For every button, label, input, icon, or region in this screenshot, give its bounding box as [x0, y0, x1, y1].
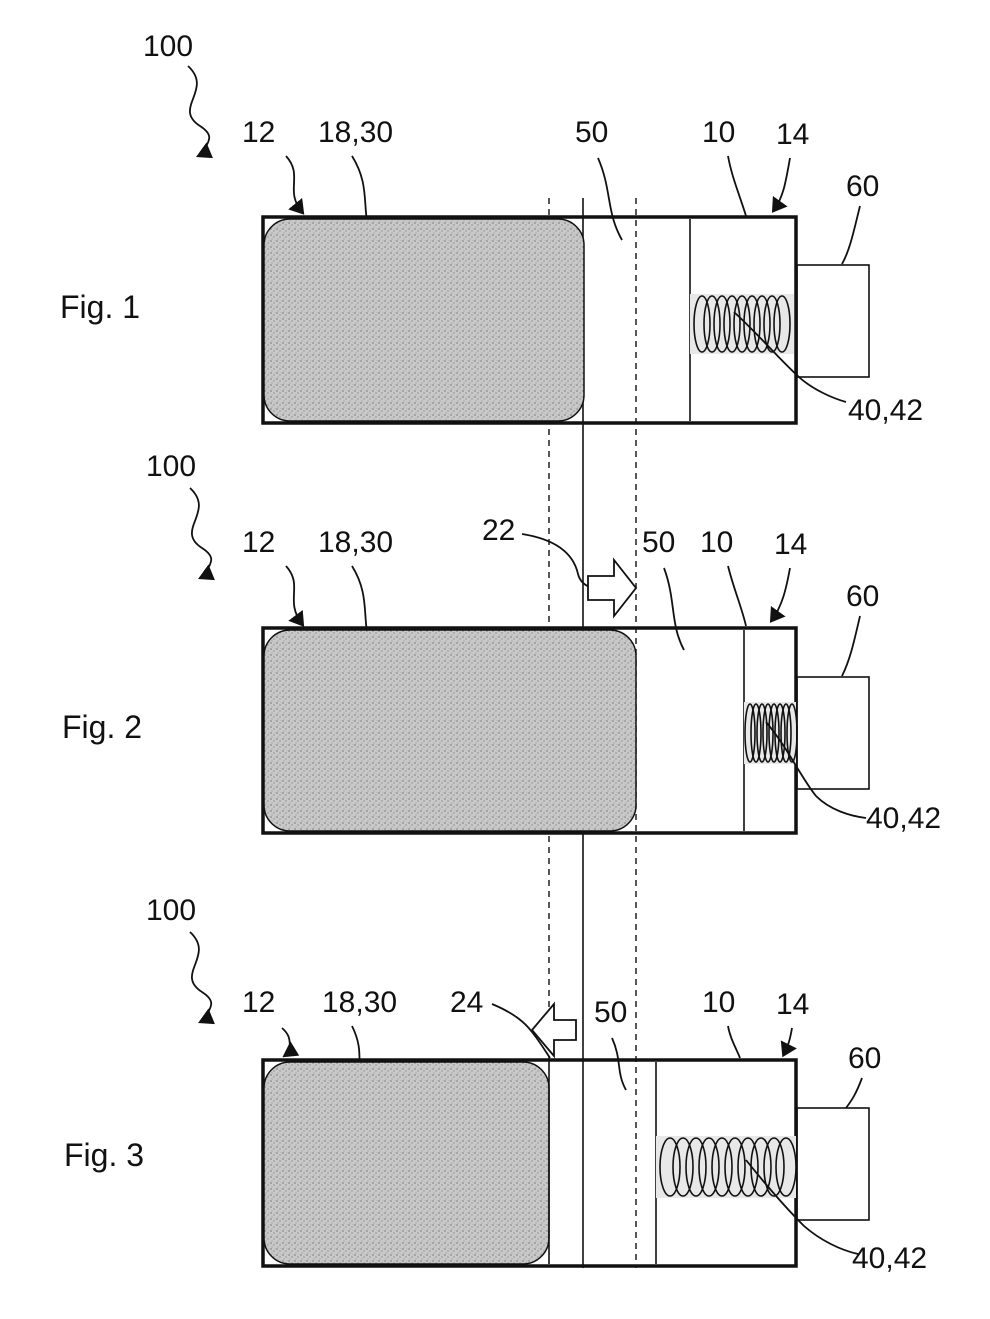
housing-leader: [728, 566, 746, 626]
figure-caption: Fig. 1: [60, 289, 140, 325]
separator-leader: [598, 158, 622, 240]
right-arrow-icon: [588, 560, 636, 616]
device-ref-label: 100: [143, 30, 193, 63]
right-end-leader: [774, 158, 790, 210]
left-end-leader: [286, 566, 302, 624]
spring-ref: 40,42: [848, 394, 923, 427]
cap-leader: [846, 1078, 862, 1108]
left-end-leader: [286, 156, 302, 212]
cap-ref: 60: [846, 170, 879, 203]
left-end-ref: 12: [242, 526, 275, 559]
separator-leader: [664, 568, 684, 650]
cap-block: [797, 1108, 869, 1220]
left-end-ref: 12: [242, 986, 275, 1019]
housing-ref: 10: [700, 526, 733, 559]
figure-caption: Fig. 2: [62, 709, 142, 745]
device-ref-label: 100: [146, 450, 196, 483]
spring-ref: 40,42: [852, 1242, 927, 1275]
figure-1: Fig. 1 100 12 18,30 50 10 14 60: [60, 30, 923, 427]
spring-ref: 40,42: [866, 802, 941, 835]
spring-coil: [690, 294, 794, 354]
separator-ref: 50: [575, 116, 608, 149]
motion-arrow-ref: 24: [450, 986, 483, 1019]
cap-leader: [842, 616, 860, 676]
figure-caption: Fig. 3: [64, 1137, 144, 1173]
left-arrow-icon: [532, 1004, 576, 1056]
right-end-ref: 14: [774, 528, 807, 561]
figure-2: Fig. 2 100 12 18,30 22 50 10 14 60: [62, 450, 941, 835]
battery-ref: 18,30: [322, 986, 397, 1019]
cap-leader: [842, 206, 860, 264]
battery-block: [264, 630, 636, 831]
separator-leader: [612, 1038, 626, 1090]
left-end-leader: [282, 1028, 296, 1054]
device-ref-label: 100: [146, 894, 196, 927]
right-end-leader: [784, 1028, 792, 1054]
housing-leader: [728, 1026, 740, 1058]
battery-block: [264, 219, 584, 421]
spring-coil: [656, 1136, 796, 1198]
right-end-leader: [772, 568, 790, 620]
left-end-ref: 12: [242, 116, 275, 149]
cap-block: [797, 265, 869, 377]
separator-ref: 50: [642, 526, 675, 559]
housing-ref: 10: [702, 986, 735, 1019]
right-end-ref: 14: [776, 988, 809, 1021]
battery-ref: 18,30: [318, 526, 393, 559]
separator-ref: 50: [594, 996, 627, 1029]
device-ref-leader: [190, 488, 212, 578]
battery-block: [264, 1062, 549, 1264]
motion-arrow-ref: 22: [482, 514, 515, 547]
battery-ref: 18,30: [318, 116, 393, 149]
housing-leader: [728, 156, 746, 216]
cap-block: [797, 677, 869, 789]
figure-3: Fig. 3 100 12 18,30 24 50 10 14 60: [64, 894, 927, 1275]
cap-ref: 60: [848, 1042, 881, 1075]
housing-ref: 10: [702, 116, 735, 149]
device-ref-leader: [188, 66, 210, 156]
cap-ref: 60: [846, 580, 879, 613]
right-end-ref: 14: [776, 118, 809, 151]
device-ref-leader: [190, 932, 212, 1022]
motion-arrow-leader: [522, 534, 592, 588]
